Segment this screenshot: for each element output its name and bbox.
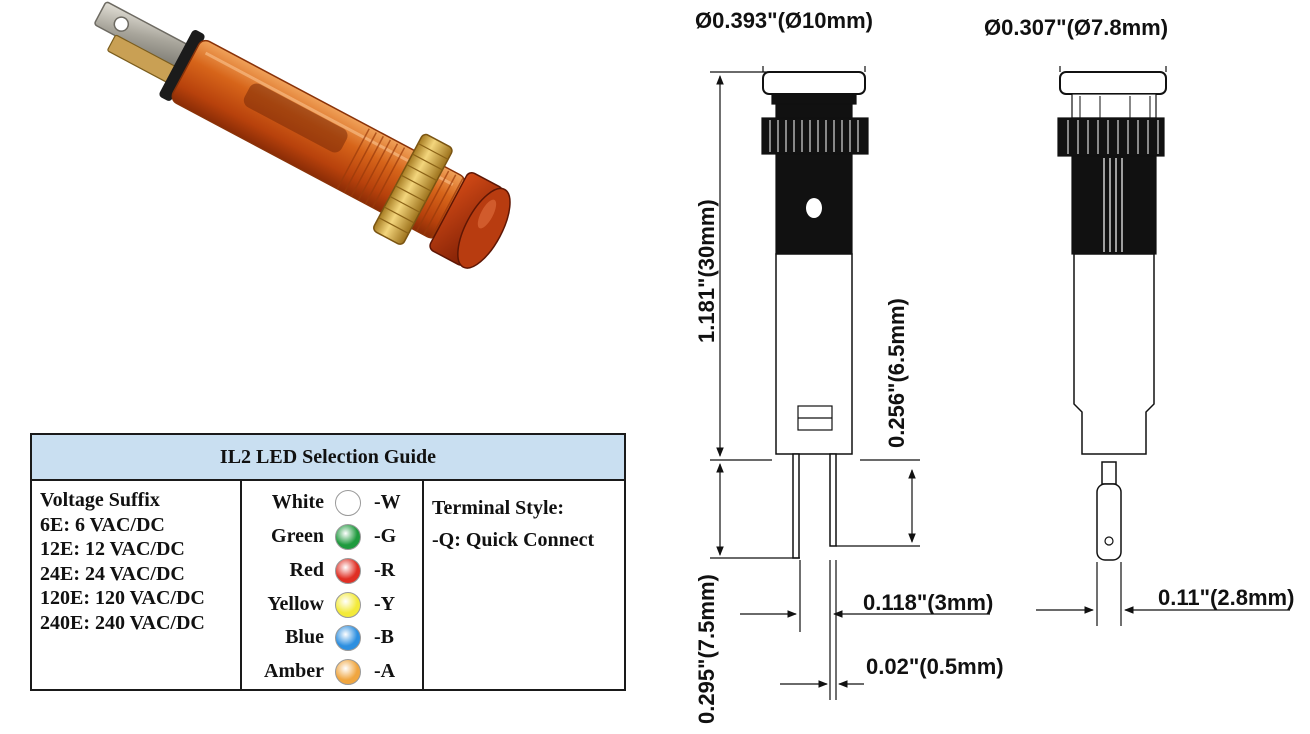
- terminal-option: -Q: Quick Connect: [432, 529, 595, 551]
- side-view: [1057, 71, 1167, 561]
- color-name: Green: [271, 525, 324, 547]
- color-suffix: -G: [374, 525, 397, 547]
- color-option-red: Red -R: [246, 555, 416, 587]
- brass-nut: [373, 133, 453, 245]
- color-dot-icon: [335, 524, 361, 550]
- front-diameter-label: Ø0.393"(Ø10mm): [695, 8, 873, 33]
- voltage-list: Voltage Suffix 6E: 6 VAC/DC 12E: 12 VAC/…: [40, 488, 205, 635]
- column-divider: [240, 481, 242, 689]
- terminal-tab: [94, 1, 190, 84]
- voltage-option: 24E: 24 VAC/DC: [40, 562, 185, 585]
- color-dot-icon: [335, 592, 361, 618]
- dimension-lines: [710, 66, 1290, 700]
- front-knurled-nut: [761, 117, 869, 155]
- selection-guide-table: IL2 LED Selection Guide Voltage Suffix 6…: [30, 433, 626, 691]
- terminal-heading: Terminal Style:: [432, 497, 565, 519]
- color-suffix: -W: [374, 491, 401, 513]
- color-dot-icon: [335, 490, 361, 516]
- color-name: Amber: [264, 660, 324, 682]
- color-suffix: -Y: [374, 593, 396, 615]
- color-suffix: -R: [374, 559, 396, 581]
- guide-title: IL2 LED Selection Guide: [32, 435, 624, 481]
- voltage-option: 120E: 120 VAC/DC: [40, 587, 205, 609]
- voltage-heading: Voltage Suffix: [40, 489, 160, 511]
- color-option-yellow: Yellow -Y: [246, 589, 416, 621]
- dimension-drawing: [710, 66, 1290, 700]
- color-name: Red: [289, 559, 324, 581]
- front-view: [761, 71, 869, 559]
- color-suffix: -A: [374, 660, 396, 682]
- voltage-option: 240E: 240 VAC/DC: [40, 611, 205, 634]
- color-option-green: Green -G: [246, 521, 416, 553]
- voltage-option: 12E: 12 VAC/DC: [40, 538, 185, 560]
- lens-cap: [429, 171, 511, 269]
- terminal-width-side-label: 0.11"(2.8mm): [1158, 585, 1295, 610]
- terminal-style: Terminal Style: -Q: Quick Connect: [432, 492, 594, 556]
- color-dot-icon: [335, 659, 361, 685]
- section-length-label: 0.256"(6.5mm): [884, 298, 909, 448]
- color-dot-icon: [335, 558, 361, 584]
- side-diameter-label: Ø0.307"(Ø7.8mm): [984, 15, 1169, 40]
- color-suffix: -B: [374, 626, 394, 648]
- column-divider: [422, 481, 424, 689]
- terminal-thickness-label: 0.02"(0.5mm): [866, 654, 1004, 679]
- color-option-amber: Amber -A: [246, 656, 416, 688]
- terminal-length-label: 0.295"(7.5mm): [694, 574, 719, 724]
- color-name: Blue: [285, 626, 324, 648]
- threads: [336, 128, 464, 239]
- color-option-blue: Blue -B: [246, 622, 416, 654]
- color-option-white: White -W: [246, 487, 416, 519]
- color-name: White: [271, 491, 324, 513]
- color-dot-icon: [335, 625, 361, 651]
- voltage-option: 6E: 6 VAC/DC: [40, 513, 165, 536]
- color-name: Yellow: [267, 593, 324, 615]
- terminal-width-front-label: 0.118"(3mm): [863, 590, 994, 615]
- overall-length-label: 1.181"(30mm): [694, 199, 719, 343]
- rear-gasket: [159, 30, 205, 101]
- indicator-light-photo: [94, 1, 511, 269]
